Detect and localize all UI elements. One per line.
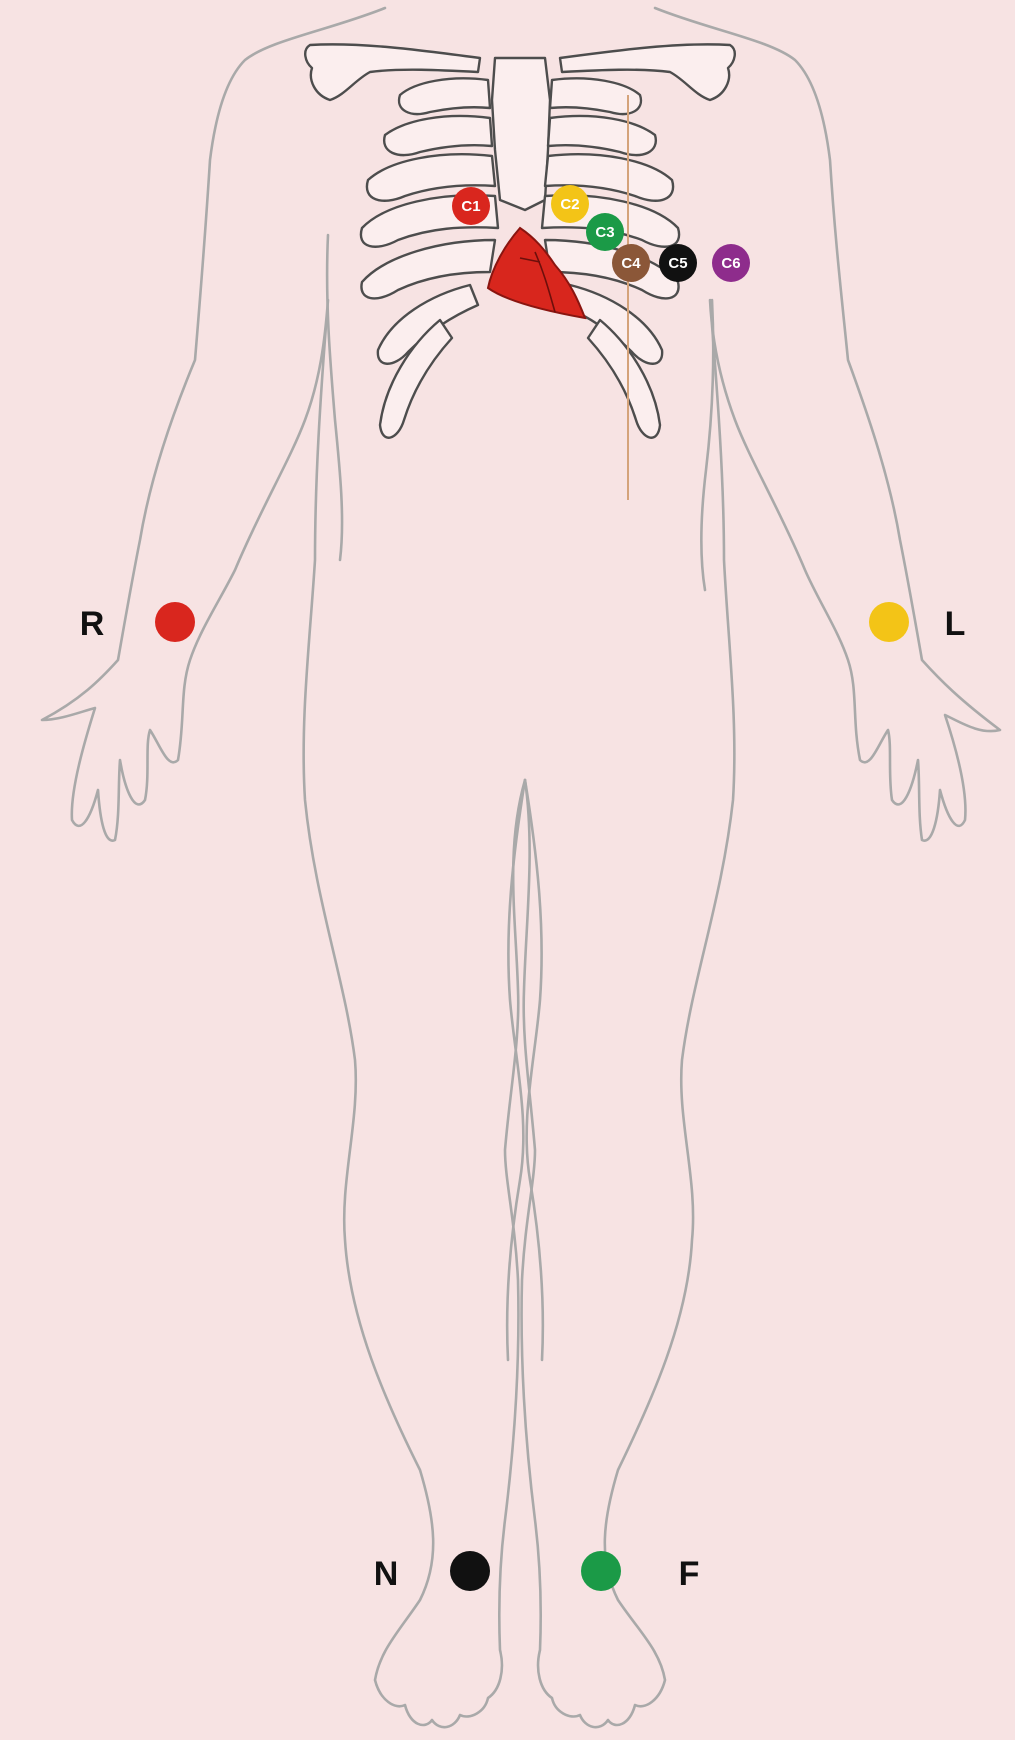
chest-electrode-label-c4: C4 — [621, 255, 641, 272]
chest-electrode-c6: C6 — [712, 244, 750, 282]
chest-electrode-label-c2: C2 — [560, 196, 579, 213]
limb-electrode-dot-r — [155, 602, 195, 642]
sternum — [492, 58, 550, 210]
limb-electrode-label-n: N — [374, 1555, 399, 1593]
chest-electrode-label-c3: C3 — [595, 224, 614, 241]
limb-electrode-label-l: L — [945, 605, 966, 643]
chest-electrode-c3: C3 — [586, 213, 624, 251]
limb-electrode-dot-n — [450, 1551, 490, 1591]
limb-electrode-dot-l — [869, 602, 909, 642]
chest-electrode-c1: C1 — [452, 187, 490, 225]
limb-electrode-label-r: R — [80, 605, 105, 643]
limb-electrode-label-f: F — [679, 1555, 700, 1593]
chest-electrode-label-c6: C6 — [721, 255, 740, 272]
chest-electrode-label-c1: C1 — [461, 198, 480, 215]
chest-electrode-c4: C4 — [612, 244, 650, 282]
chest-electrode-c5: C5 — [659, 244, 697, 282]
chest-electrode-label-c5: C5 — [668, 255, 687, 272]
limb-electrode-dot-f — [581, 1551, 621, 1591]
chest-electrode-c2: C2 — [551, 185, 589, 223]
